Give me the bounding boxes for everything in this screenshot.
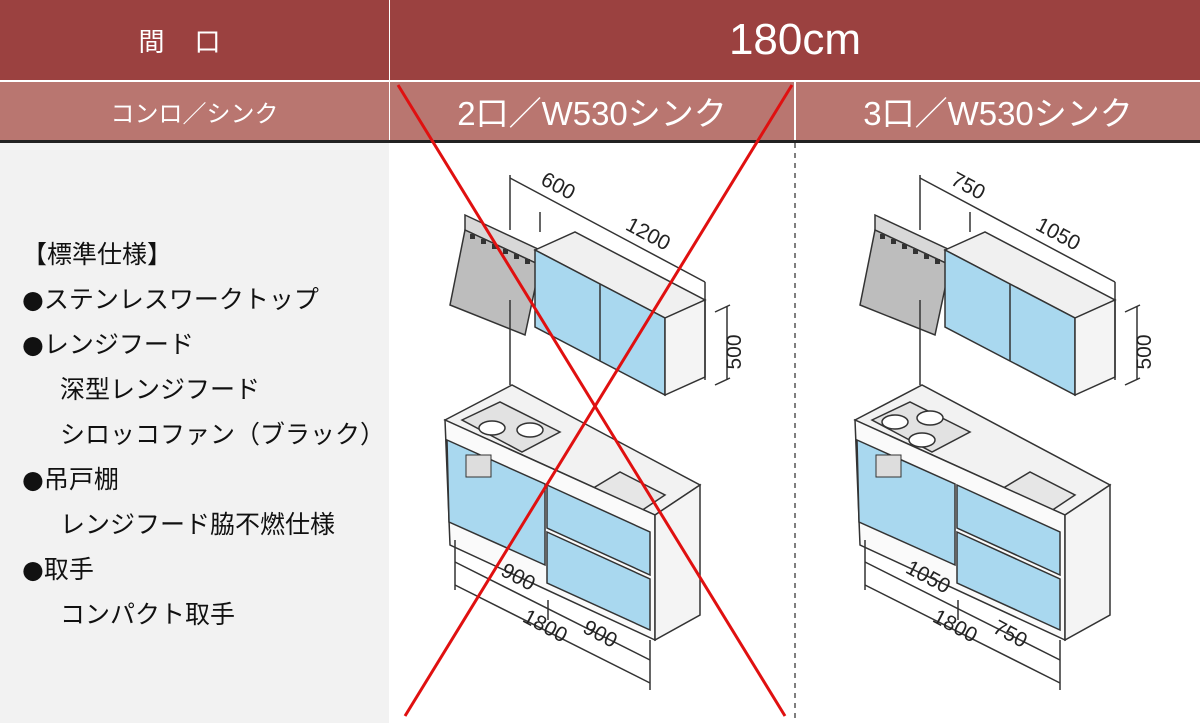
dimension-wall-cabinet-width: 1050 bbox=[1032, 213, 1084, 255]
hood-vent-icon bbox=[924, 254, 929, 259]
divider bbox=[0, 140, 1200, 143]
subheader-stove-sink-label: コンロ／シンク bbox=[0, 82, 389, 140]
hood-vent-icon bbox=[880, 234, 885, 239]
base-drawer-right-bottom bbox=[956, 530, 1061, 632]
dimension-line bbox=[454, 584, 651, 684]
dimension-hood-width: 600 bbox=[537, 168, 579, 205]
spec-list: 【標準仕様】 ●ステンレスワークトップ ●レンジフード 深型レンジフード シロッ… bbox=[22, 232, 385, 637]
hood-vent-icon bbox=[935, 259, 940, 264]
dimension-total-width: 1800 bbox=[519, 605, 571, 647]
hood-vent-icon bbox=[891, 239, 896, 244]
dimension-wall-cabinet-width: 1200 bbox=[622, 213, 674, 255]
hood-vent-icon bbox=[514, 254, 519, 259]
hood-vent-icon bbox=[492, 244, 497, 249]
header-frontage-label: 間口 bbox=[0, 0, 389, 80]
base-drawer-right-top bbox=[546, 483, 651, 577]
burner-icon bbox=[908, 432, 936, 448]
dimension-height: 500 bbox=[723, 334, 746, 369]
dimension-height: 500 bbox=[1133, 334, 1156, 369]
cross-out-line bbox=[396, 84, 787, 717]
hood-vent-icon bbox=[470, 234, 475, 239]
header-width-value: 180cm bbox=[390, 0, 1200, 80]
dimension-total-width: 1800 bbox=[929, 605, 981, 647]
subheader-option-a: 2口／W530シンク bbox=[390, 82, 794, 140]
spec-detail: コンパクト取手 bbox=[60, 600, 236, 629]
spec-item: ●吊戸棚 bbox=[22, 465, 119, 494]
spec-detail: シロッコファン（ブラック） bbox=[60, 420, 386, 449]
burner-icon bbox=[916, 410, 944, 426]
spec-title: 【標準仕様】 bbox=[22, 240, 173, 269]
oven-control-icon bbox=[875, 454, 902, 478]
cooktop bbox=[460, 401, 562, 453]
hood-vent-icon bbox=[503, 249, 508, 254]
burner-icon bbox=[881, 414, 909, 430]
spec-detail: レンジフード脇不燃仕様 bbox=[60, 510, 336, 539]
base-cabinet-side bbox=[1064, 483, 1111, 642]
spec-panel bbox=[0, 143, 389, 723]
dimension-line bbox=[509, 177, 706, 283]
burner-icon bbox=[478, 420, 506, 436]
subheader-option-b: 3口／W530シンク bbox=[796, 82, 1200, 140]
dimension-line bbox=[864, 561, 1061, 661]
dimension-hood-width: 750 bbox=[947, 168, 989, 205]
cross-out-line bbox=[403, 84, 794, 717]
hood-vent-icon bbox=[902, 244, 907, 249]
oven-control-icon bbox=[465, 454, 492, 478]
spec-item: ●ステンレスワークトップ bbox=[22, 285, 319, 314]
spec-detail: 深型レンジフード bbox=[60, 375, 261, 404]
base-drawer-right-bottom bbox=[546, 530, 651, 632]
spec-item: ●取手 bbox=[22, 555, 94, 584]
hood-vent-icon bbox=[481, 239, 486, 244]
divider bbox=[0, 80, 1200, 82]
base-drawer-right-top bbox=[956, 483, 1061, 577]
burner-icon bbox=[516, 422, 544, 438]
hood-vent-icon bbox=[913, 249, 918, 254]
spec-item: ●レンジフード bbox=[22, 330, 194, 359]
dimension-line bbox=[864, 584, 1061, 684]
dimension-line bbox=[919, 177, 1116, 283]
dimension-line bbox=[454, 561, 651, 661]
hood-vent-icon bbox=[525, 259, 530, 264]
